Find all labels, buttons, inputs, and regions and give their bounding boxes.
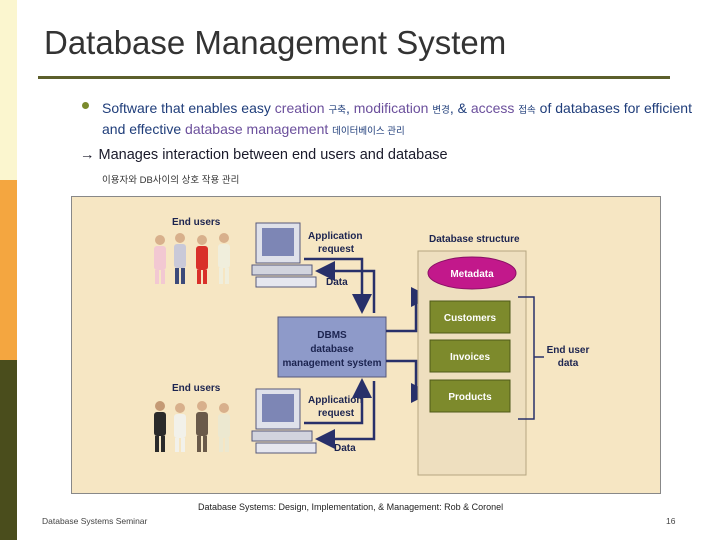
app-request-bottom-line1: Application [308,395,362,406]
data-top-label: Data [326,277,348,288]
end-users-bottom-people-icon [154,401,230,452]
keyword-database-management: database management [185,121,329,137]
table-products [429,379,511,413]
metadata-label: Metadata [450,269,494,280]
data-bottom-label: Data [334,443,356,454]
metadata-node [427,256,517,290]
dbms-diagram: End users Application request Data DBMS … [71,196,661,494]
dbms-box [277,316,387,378]
app-request-top-line2: request [318,244,355,255]
decorative-sidebar [0,0,17,540]
bullet-part-3: , & [449,100,471,116]
end-user-data-bracket [518,296,544,420]
keyword-access: access [470,100,515,116]
footer-source: Database Systems: Design, Implementation… [198,502,504,512]
keyword-modification: modification [353,100,429,116]
data-top-arrow [315,261,376,313]
footer-seminar: Database Systems Seminar [42,516,148,526]
title-underline [38,76,670,79]
end-user-data-line2: data [558,358,579,369]
table-products-label: Products [448,392,492,403]
sidebar-top-band [0,0,17,180]
bullet-icon [82,102,89,109]
app-request-top-line1: Application [308,231,362,242]
computer-bottom-icon [251,388,317,454]
bullet-text: Software that enables easy creation 구축 , … [102,99,702,141]
end-users-top-people-icon [154,233,230,284]
app-request-bottom-arrow [304,378,372,425]
ko-access: 접속 [518,105,536,116]
ko-database-management: 데이터베이스 관리 [332,126,405,137]
data-bottom-arrow [315,381,376,449]
sidebar-middle-band [0,180,17,360]
arrow-point-korean: 이용자와 DB사이의 상호 작용 관리 [102,175,240,186]
table-invoices-label: Invoices [450,352,490,363]
slide-title: Database Management System [44,24,507,61]
computer-top-icon [251,222,317,288]
table-invoices [429,339,511,373]
page-number: 16 [666,516,676,526]
dbms-line2: database [310,344,354,355]
ko-modification: 변경 [432,105,450,116]
bullet-part-2: , [345,100,354,116]
arrow-point-text: Manages interaction between end users an… [98,147,448,163]
right-arrow-icon: → [80,147,95,163]
app-request-bottom-line2: request [318,408,355,419]
end-users-top-label: End users [172,217,221,228]
ko-creation: 구축 [328,105,346,116]
app-request-top-arrow [304,257,372,314]
end-users-bottom-label: End users [172,383,221,394]
table-customers [429,300,511,334]
dbms-line1: DBMS [317,330,347,341]
sidebar-bottom-band [0,360,17,540]
bullet-part-4: of databases for efficient and effective [102,100,692,137]
dbms-diagram-svg: End users Application request Data DBMS … [154,217,590,476]
db-structure-label: Database structure [429,234,520,245]
keyword-creation: creation [274,100,325,116]
arrow-point: → Manages interaction between end users … [80,147,448,163]
bullet-part-1: Software that enables easy [102,100,275,116]
end-user-data-line1: End user [547,345,590,356]
dbms-line3: management system [283,358,382,369]
table-customers-label: Customers [444,313,497,324]
